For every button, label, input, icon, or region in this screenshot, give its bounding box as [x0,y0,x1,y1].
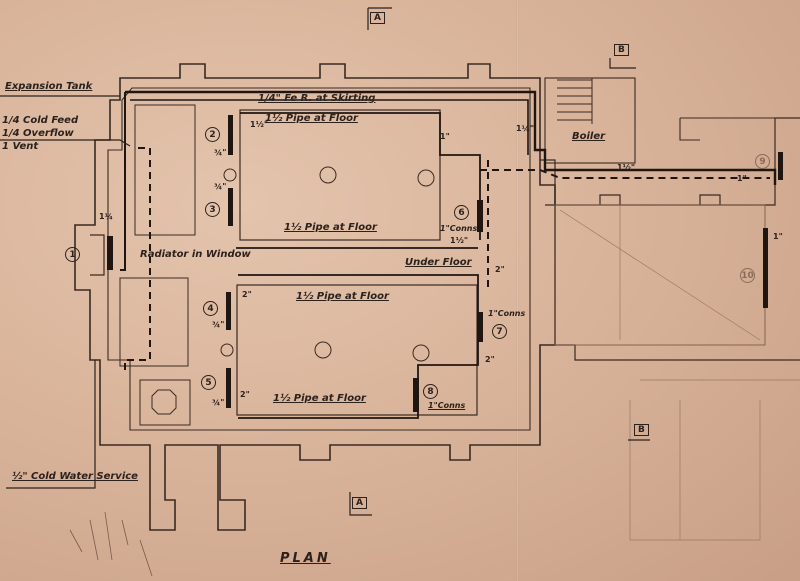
size-left-1: 1¼ [99,212,113,221]
radiator-7-mark [477,312,483,342]
radiator-8-mark [413,378,419,412]
size-112-b: 1½" [450,236,469,245]
size-top-1: 1½" [250,120,269,129]
radiator-2-number: 2 [205,127,220,142]
left-room-upper [134,104,196,236]
column-3 [314,341,332,359]
column-5 [223,168,237,182]
size-right-2: 1" [773,232,783,241]
radiator-4-number: 4 [203,301,218,316]
inner-wall [107,87,531,431]
radiator-9-number: 9 [755,154,770,169]
flow-pipe-top [125,90,777,185]
conns-7-label: 1"Conns [488,309,526,318]
radiator-1-mark [107,236,113,270]
radiator-1-number: 1 [65,247,80,262]
column-4 [412,344,430,362]
size-2-a: 2" [242,290,252,299]
flow-pipe-room-bottom [238,274,479,419]
radiator-10-number: 10 [740,268,755,283]
plan-title: PLAN [280,551,331,566]
cold-feed-pipe [124,147,151,370]
cold-water-leader [6,360,96,489]
cold-feed-label: 1/4 Cold Feed [2,115,79,126]
top-right-wall [679,117,800,141]
section-b-top: B [614,44,629,56]
expansion-tank-leader [0,95,131,147]
flow-pipe-top-inner [130,99,529,155]
pipe-floor-top1-label: 1½ Pipe at Floor [265,113,358,124]
boiler-stairs [557,78,593,124]
radiator-6-mark [477,200,483,232]
left-bay [90,234,105,276]
size-112-a: 1½" [617,163,636,172]
size-top-3: 1¼" [516,124,535,133]
overflow-label: 1/4 Overflow [2,128,74,139]
pencil-note-1 [69,511,153,577]
size-34-1: ¾" [214,148,227,157]
size-2-b: 2" [240,390,250,399]
room-top [239,109,441,241]
size-2-c: 2" [495,265,505,274]
column-1 [319,166,337,184]
radiator-5-mark [226,368,231,408]
vent-label: 1 Vent [2,141,39,152]
radiator-4-mark [226,292,231,330]
size-34-4: ¾" [212,398,225,407]
section-a-bottom: A [352,497,367,509]
cold-water-label: ½" Cold Water Service [12,471,138,482]
radiator-3-number: 3 [205,202,220,217]
octagon-pier [151,389,177,415]
size-top-2: 1" [440,132,450,141]
section-a-top: A [370,12,385,24]
under-floor-label: Under Floor [405,257,472,268]
boiler-label: Boiler [572,131,606,142]
boiler-room [544,77,636,164]
radiator-2-mark [228,115,233,155]
radiator-10-mark [763,228,768,308]
outer-wall [74,63,556,531]
column-6 [220,343,234,357]
left-room-lower [119,277,189,367]
radiator-6-number: 6 [454,205,469,220]
paper-fold [516,0,519,581]
pipe-floor-top2-label: 1½ Pipe at Floor [284,222,377,233]
radiator-9-mark [778,152,783,180]
radiator-window-label: Radiator in Window [140,249,251,260]
size-right-1: 1" [737,174,747,183]
section-a-top-line [367,7,392,30]
size-2-d: 2" [485,355,495,364]
radiator-8-number: 8 [423,384,438,399]
skirting-pipe-label: 1/4" Fe R. at Skirting [258,93,376,104]
section-b-bottom: B [634,424,649,436]
east-faint-lines [559,205,800,541]
flow-pipe-room-top [240,112,481,240]
radiator-3-mark [228,188,233,226]
size-34-2: ¾" [214,182,227,191]
size-34-3: ¾" [212,320,225,329]
left-stair [139,379,191,426]
room-bottom [236,284,478,416]
east-return-pipe [480,169,770,179]
section-a-bottom-line [349,492,372,516]
conns-8-label: 1"Conns [428,401,466,410]
conns-6-label: 1"Conns [440,224,478,233]
pipe-floor-bottom-label: 1½ Pipe at Floor [273,393,366,404]
radiator-7-number: 7 [492,324,507,339]
column-2 [417,169,435,187]
radiator-5-number: 5 [201,375,216,390]
pipe-floor-mid-label: 1½ Pipe at Floor [296,291,389,302]
section-b-top-line [609,58,636,69]
expansion-tank-label: Expansion Tank [5,81,93,92]
east-wing [540,117,800,361]
pipe-left-riser [120,92,126,271]
